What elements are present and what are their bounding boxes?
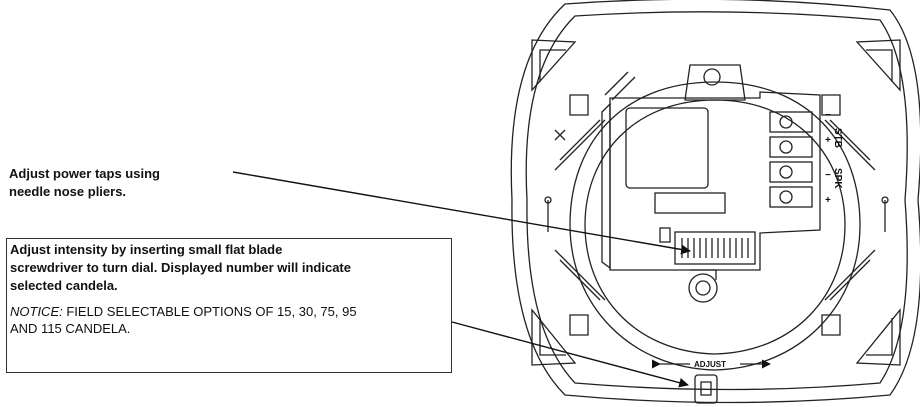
lower-screw [688, 273, 718, 303]
power-taps-line1: Adjust power taps using [9, 166, 160, 181]
intensity-leader [451, 321, 689, 388]
notice-label: NOTICE: [10, 304, 63, 319]
stb-plus: + [825, 135, 831, 146]
notice-line1: FIELD SELECTABLE OPTIONS OF 15, 30, 75, … [62, 304, 357, 319]
inner-plate [525, 11, 908, 391]
spk-plus: + [825, 195, 831, 206]
outer-plate [510, 0, 920, 404]
main-module [609, 91, 821, 271]
intensity-line2: screwdriver to turn dial. Displayed numb… [10, 260, 351, 275]
spk-minus: − [825, 170, 831, 181]
adjust-button [694, 374, 718, 404]
corner-bracket-tl [531, 39, 589, 116]
intensity-line1: Adjust intensity by inserting small flat… [10, 242, 283, 257]
notice-text: NOTICE: FIELD SELECTABLE OPTIONS OF 15, … [10, 303, 448, 337]
intensity-line3: selected candela. [10, 278, 118, 293]
stb-label: STB [832, 128, 843, 148]
spk-label: SPK [832, 168, 843, 189]
corner-bracket-tr [821, 39, 901, 116]
candela-dial [674, 231, 756, 265]
label-window [625, 107, 709, 189]
corner-bracket-br [821, 308, 901, 366]
power-taps-line2: needle nose pliers. [9, 184, 127, 199]
power-taps-callout: Adjust power taps using needle nose plie… [9, 165, 239, 201]
adjust-label: ADJUST [694, 360, 726, 369]
top-tab [684, 64, 746, 101]
terminal-block [769, 111, 813, 208]
corner-bracket-bl [531, 308, 589, 366]
notice-line2: AND 115 CANDELA. [10, 321, 131, 336]
stb-minus: − [825, 110, 831, 121]
power-taps-leader [232, 171, 691, 255]
intensity-callout-box: Adjust intensity by inserting small flat… [6, 238, 452, 373]
mounting-ring [569, 81, 861, 371]
